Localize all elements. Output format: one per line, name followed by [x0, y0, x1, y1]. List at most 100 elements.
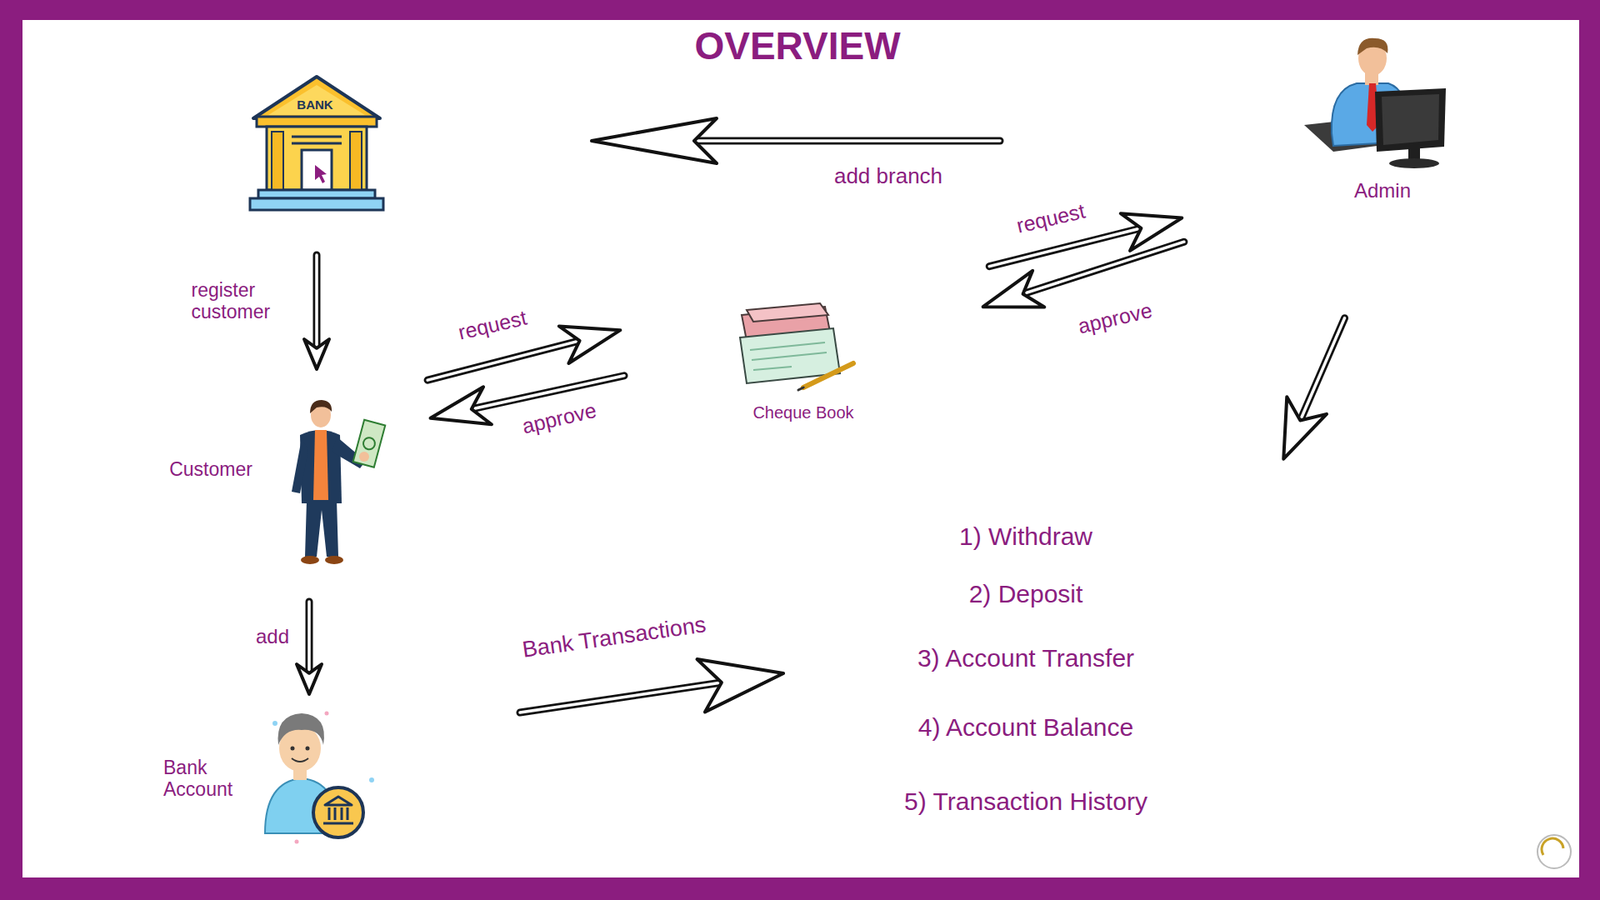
channel-logo	[1537, 835, 1571, 869]
customer-figure-part	[305, 500, 339, 557]
flow-arrow	[591, 118, 1000, 164]
cheque-book-icon-part	[746, 303, 829, 322]
bank-building-icon	[250, 76, 384, 210]
channel-logo-part	[1541, 838, 1564, 855]
flow-arrow	[1283, 318, 1345, 460]
bank-account-figure-part	[278, 713, 325, 745]
arrow-shaft-inner	[694, 139, 1000, 143]
arrow-shaft-inner	[315, 255, 319, 349]
bank-sign: BANK	[296, 97, 333, 112]
list-item: 3) Account Transfer	[917, 644, 1135, 674]
bank-building: BANK	[250, 76, 384, 215]
node-label: Cheque Book	[752, 403, 854, 423]
customer-figure-part	[300, 555, 320, 565]
admin-figure-part	[1389, 158, 1440, 169]
bank-building-icon-part	[268, 85, 365, 115]
arrow-head	[591, 118, 717, 164]
cheque-book-icon-part	[751, 352, 827, 360]
flow-arrow	[520, 659, 784, 713]
node-label: Bank Account	[163, 756, 247, 801]
arrow-shaft	[471, 375, 625, 410]
list-item: 4) Account Balance	[918, 713, 1135, 743]
list-item: 1) Withdraw	[959, 522, 1093, 552]
arrow-shaft	[313, 255, 321, 349]
arrow-shaft-inner	[471, 375, 625, 410]
bank-account-figure-part	[340, 807, 344, 820]
bank-account-figure-part	[328, 807, 331, 820]
channel-logo-part	[1537, 835, 1571, 869]
bank-building-icon-part	[315, 165, 327, 184]
admin-figure-part	[1381, 94, 1440, 145]
arrow-head	[696, 659, 784, 712]
cheque-book-icon-part	[753, 366, 792, 370]
bank-account-figure-part	[325, 711, 330, 716]
arrow-shaft-inner	[427, 340, 580, 380]
bank-account-figure-part	[290, 746, 295, 751]
admin-node: Admin	[1295, 40, 1455, 206]
bank-account-figure-part	[334, 807, 337, 820]
cheque-book-icon-part	[750, 342, 825, 350]
edge-label: register customer	[189, 279, 290, 324]
flow-arrow	[296, 601, 322, 695]
arrow-shaft	[1023, 241, 1185, 295]
admin-figure-part	[1357, 38, 1388, 55]
arrow-head	[983, 270, 1045, 308]
arrow-head	[304, 339, 330, 370]
arrow-shaft-inner	[307, 601, 311, 674]
bank-building-icon-part	[256, 116, 377, 127]
admin-figure	[1304, 38, 1446, 169]
edge-label: add branch	[831, 164, 945, 190]
arrow-shaft-inner	[1023, 241, 1185, 295]
customer-figure-part	[353, 420, 386, 468]
arrow-head	[430, 386, 492, 425]
bank-building-icon-part	[250, 198, 384, 210]
bank-account-figure-part	[313, 787, 364, 838]
customer-figure-part-part	[353, 420, 386, 468]
arrow-head	[1283, 396, 1327, 460]
page-ground	[22, 20, 1580, 878]
customer-figure-part	[313, 430, 329, 500]
page-title: OVERVIEW	[694, 23, 900, 69]
bank-building-icon-part	[291, 142, 342, 145]
customer-figure-part	[310, 400, 332, 414]
arrow-shaft	[427, 340, 580, 380]
bank-account-figure-part	[346, 807, 350, 820]
bank-building-icon-part	[350, 131, 362, 190]
arrow-shaft	[1300, 318, 1345, 421]
bank-account-node: Bank Account	[158, 705, 370, 845]
node-label: Customer	[169, 458, 253, 480]
customer-figure-part	[359, 451, 370, 462]
arrow-shaft	[520, 682, 722, 713]
bank-account-figure-part	[305, 746, 310, 751]
customer-figure-part	[291, 438, 309, 494]
node-label: Admin	[1354, 179, 1411, 203]
arrow-shaft	[694, 137, 1000, 145]
flow-arrow	[983, 241, 1185, 307]
bank-account-figure-part	[369, 777, 375, 783]
arrow-shaft-inner	[520, 682, 722, 713]
cheque-book-icon	[740, 303, 854, 390]
list-item: 2) Deposit	[969, 580, 1084, 610]
bank-building-icon-part	[253, 76, 380, 119]
bank-account-figure	[265, 711, 375, 845]
customer-figure	[291, 400, 385, 565]
arrow-shaft	[305, 601, 314, 674]
arrow-head	[559, 325, 621, 364]
cheque-book-node: Cheque Book	[730, 298, 863, 427]
transaction-list: 1) Withdraw 2) Deposit 3) Account Transfer…	[867, 515, 1185, 822]
arrow-head	[296, 664, 322, 695]
list-item: 5) Transaction History	[904, 787, 1148, 817]
bank-building-icon-part	[271, 131, 284, 190]
bank-account-figure-part	[295, 840, 300, 845]
admin-figure-part	[1375, 88, 1446, 152]
customer-figure-part-part	[361, 436, 376, 451]
bank-building-icon-part	[301, 150, 332, 190]
customer-figure-part	[325, 555, 344, 565]
cheque-book-icon-part	[803, 363, 854, 388]
bank-account-figure-part	[323, 822, 354, 825]
